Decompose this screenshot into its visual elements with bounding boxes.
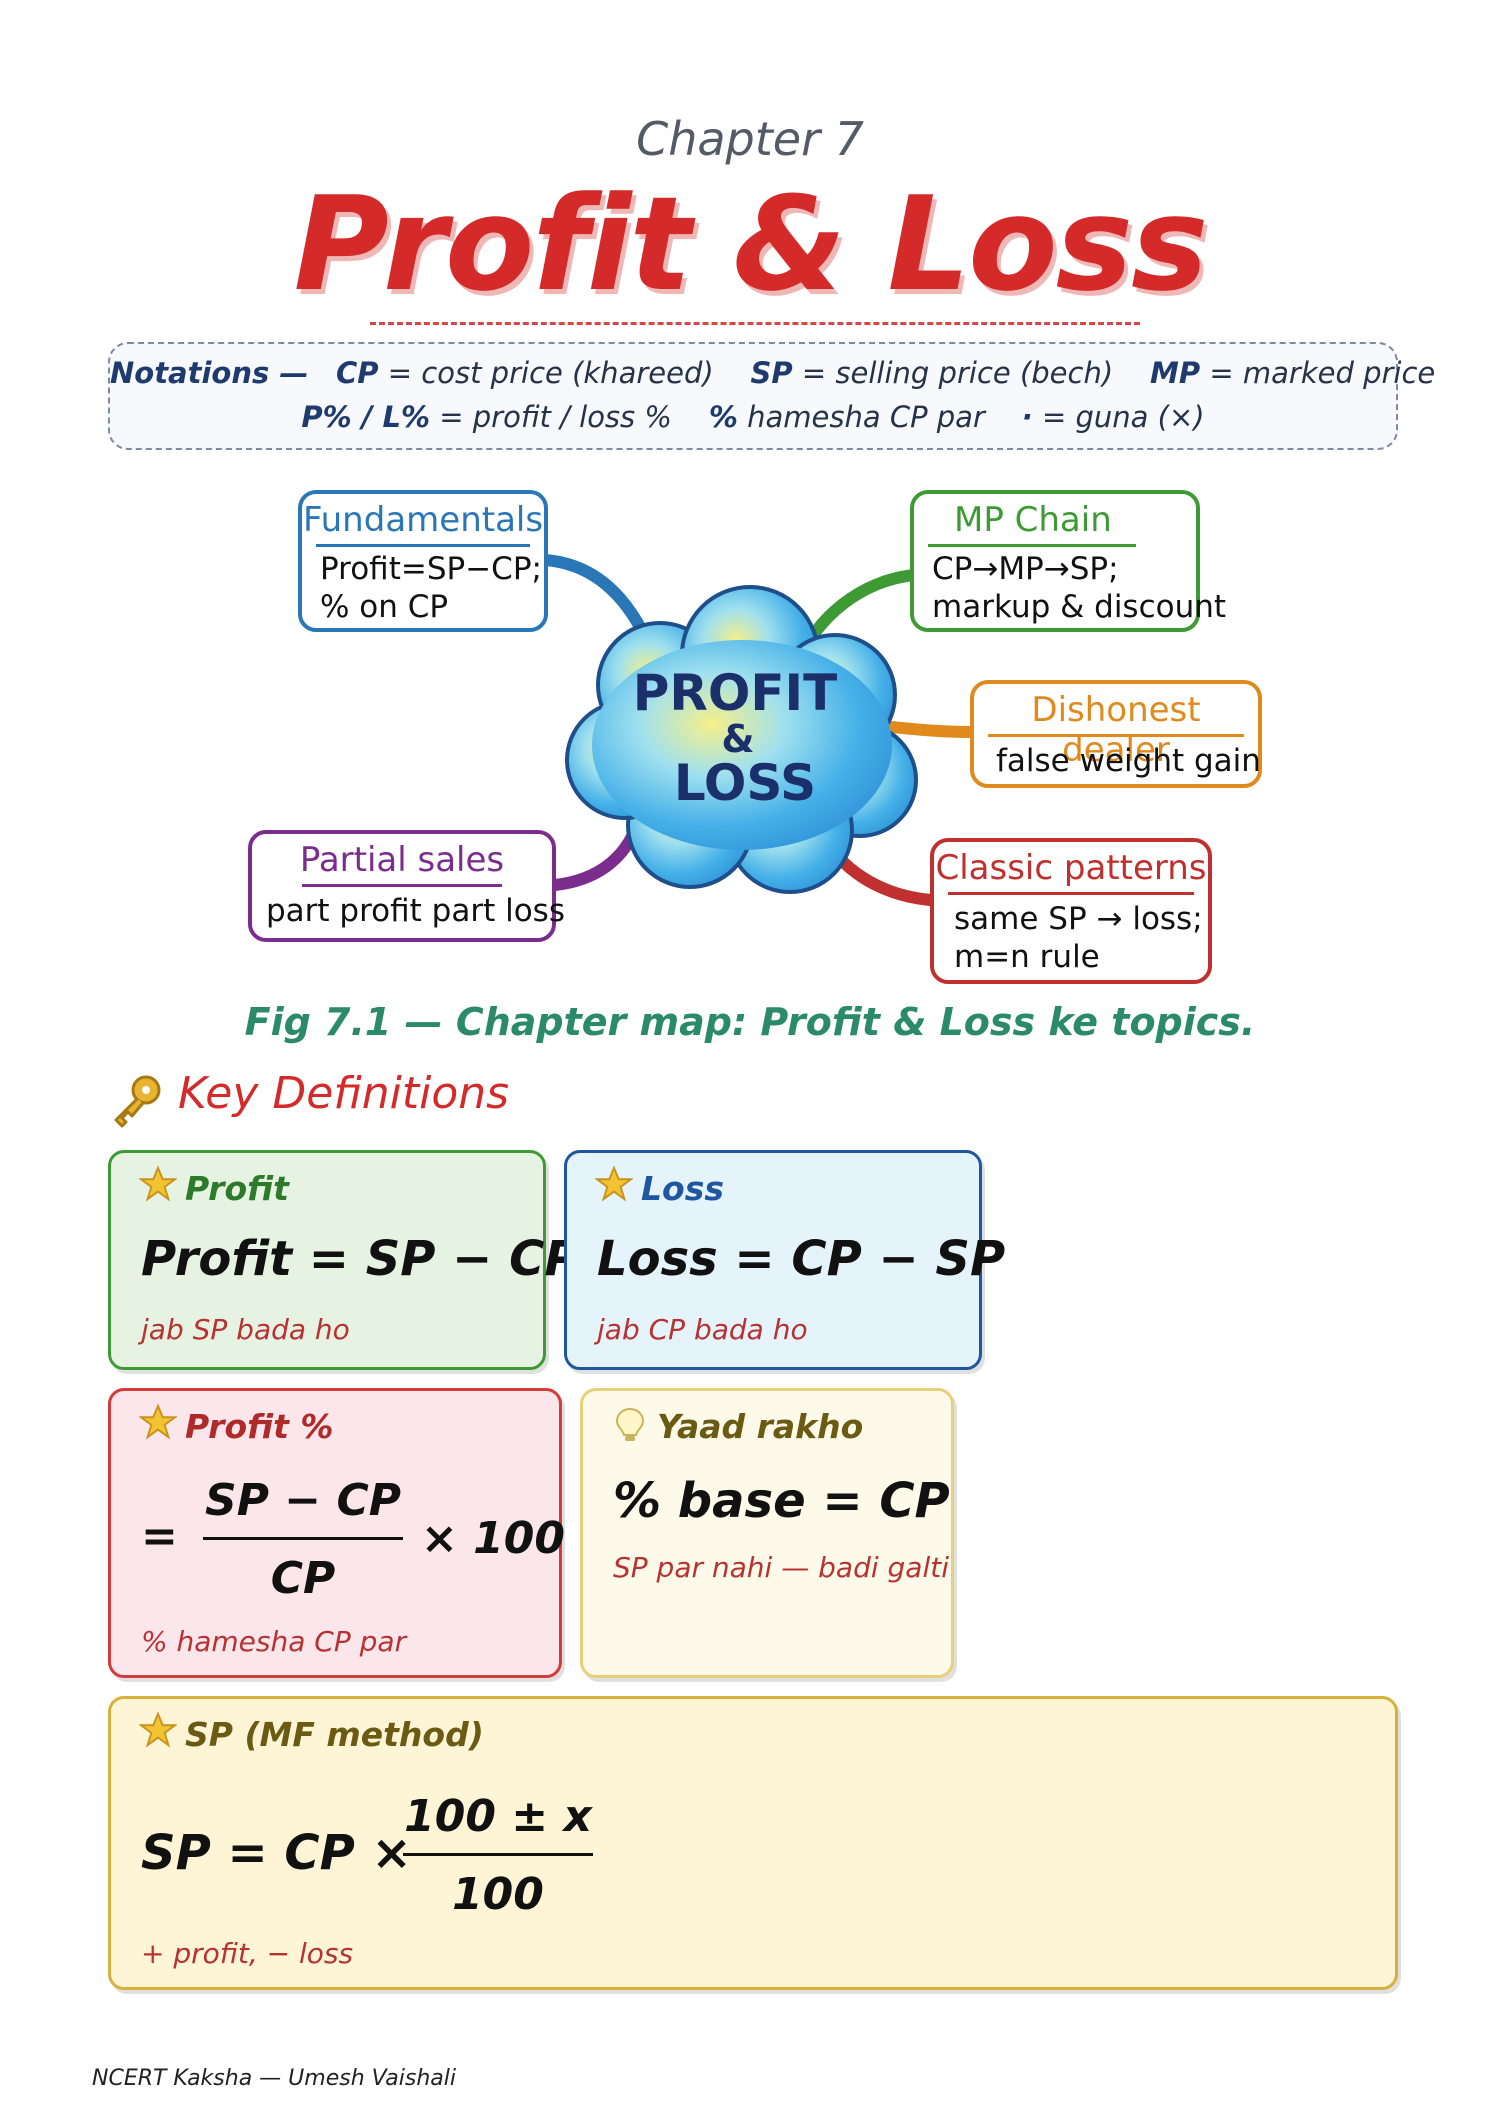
center-line-1: PROFIT (633, 664, 838, 722)
lightbulb-icon (615, 1407, 645, 1441)
node-mp-chain: MP Chain CP→MP→SP; markup & discount (910, 490, 1227, 632)
card-profit-percent-denominator: CP (270, 1553, 336, 1604)
center-cloud (565, 585, 918, 894)
pl-abbr: P% / L% (301, 400, 431, 434)
figure-caption: Fig 7.1 — Chapter map: Profit & Loss ke … (244, 1000, 1256, 1044)
notations-label: Notations — (110, 356, 309, 390)
node-partial-title: Partial sales (299, 840, 505, 880)
connector-dishonest (874, 720, 976, 738)
sp-abbr: SP (750, 356, 793, 390)
node-dishonest-line-1: false weight gain (996, 743, 1261, 779)
card-sp-mf-lhs: SP = CP × (141, 1825, 412, 1881)
card-sp-mf-method: SP (MF method) SP = CP × 100 ± x 100 + p… (108, 1696, 1398, 1990)
cp-abbr: CP (336, 356, 379, 390)
pct-abbr: % (708, 400, 738, 434)
chapter-label: Chapter 7 (636, 112, 864, 166)
node-partial-line-1: part profit part loss (266, 893, 565, 929)
card-sp-mf-numerator: 100 ± x (404, 1791, 592, 1842)
card-sp-mf-fraction-bar (403, 1853, 593, 1856)
card-yaad-rakho-title: Yaad rakho (657, 1407, 864, 1446)
card-yaad-rakho-formula: % base = CP (613, 1473, 950, 1529)
star-icon (595, 1165, 633, 1202)
card-profit: Profit Profit = SP − CP jab SP bada ho (108, 1150, 580, 1370)
card-yaad-rakho-note: SP par nahi — badi galti (613, 1551, 949, 1584)
mindmap-diagram: PROFIT & LOSS (539, 554, 976, 906)
center-line-3: LOSS (674, 754, 816, 812)
star-icon (139, 1165, 177, 1202)
node-mp-chain-line-1: CP→MP→SP; (932, 551, 1119, 587)
card-profit-percent-eq: = (141, 1511, 178, 1562)
dot-abbr: · (1021, 400, 1033, 434)
card-profit-percent-note: % hamesha CP par (141, 1625, 407, 1658)
node-classic-title: Classic patterns (935, 848, 1207, 888)
card-profit-percent-numerator: SP − CP (205, 1475, 401, 1526)
mp-text: = marked price (1209, 356, 1436, 390)
footer-credit: NCERT Kaksha — Umesh Vaishali (92, 2066, 456, 2091)
sp-text: = selling price (bech) (801, 356, 1114, 390)
card-profit-formula: Profit = SP − CP (141, 1231, 580, 1287)
pl-text: = profit / loss % (439, 400, 672, 434)
node-classic-line-1: same SP → loss; (954, 901, 1203, 937)
node-fundamentals-line-1: Profit=SP−CP; (320, 551, 542, 587)
card-profit-title: Profit (185, 1169, 289, 1208)
card-yaad-rakho: Yaad rakho % base = CP SP par nahi — bad… (580, 1388, 954, 1678)
node-fundamentals-title: Fundamentals (302, 500, 544, 540)
node-fundamentals: Fundamentals Profit=SP−CP; % on CP (298, 490, 548, 632)
key-icon (114, 1075, 161, 1128)
dot-text: = guna (×) (1042, 400, 1205, 434)
notations-line-2: P% / L% = profit / loss % % hamesha CP p… (110, 400, 1396, 434)
card-sp-mf-title: SP (MF method) (185, 1715, 484, 1754)
card-profit-percent-title: Profit % (185, 1407, 334, 1446)
node-classic: Classic patterns same SP → loss; m=n rul… (930, 838, 1212, 984)
card-sp-mf-denominator: 100 (452, 1869, 544, 1920)
node-dishonest-rule (988, 734, 1244, 737)
notations-line-1: Notations — CP = cost price (khareed) SP… (110, 356, 1435, 390)
card-profit-percent-fraction-bar (203, 1537, 403, 1540)
card-profit-note: jab SP bada ho (141, 1313, 350, 1346)
node-classic-rule (948, 892, 1194, 895)
node-classic-line-2: m=n rule (954, 939, 1100, 975)
node-partial: Partial sales part profit part loss (248, 830, 565, 942)
page-title: Profit & Loss (293, 168, 1209, 320)
center-line-2: & (721, 717, 754, 761)
card-sp-mf-note: + profit, − loss (141, 1937, 354, 1970)
card-profit-percent-times: × 100 (421, 1513, 566, 1564)
node-mp-chain-rule (928, 544, 1136, 547)
card-loss: Loss Loss = CP − SP jab CP bada ho (564, 1150, 1005, 1370)
node-dishonest: Dishonest dealer false weight gain (970, 680, 1262, 788)
card-loss-title: Loss (641, 1169, 724, 1208)
card-profit-percent: Profit % = SP − CP CP × 100 % hamesha CP… (108, 1388, 566, 1678)
card-loss-note: jab CP bada ho (597, 1313, 808, 1346)
notations-box: Notations — CP = cost price (khareed) SP… (108, 342, 1435, 450)
pct-text: hamesha CP par (747, 400, 985, 434)
title-divider (370, 322, 1140, 325)
node-partial-rule (302, 884, 502, 887)
star-icon (139, 1711, 177, 1748)
node-fundamentals-line-2: % on CP (320, 589, 449, 625)
node-mp-chain-line-2: markup & discount (932, 589, 1227, 625)
node-fundamentals-rule (316, 544, 530, 547)
star-icon (139, 1403, 177, 1440)
cp-text: = cost price (khareed) (387, 356, 714, 390)
mp-abbr: MP (1150, 356, 1201, 390)
key-definitions-heading: Key Definitions (178, 1068, 510, 1119)
node-mp-chain-title: MP Chain (954, 500, 1112, 540)
card-loss-formula: Loss = CP − SP (597, 1231, 1006, 1287)
